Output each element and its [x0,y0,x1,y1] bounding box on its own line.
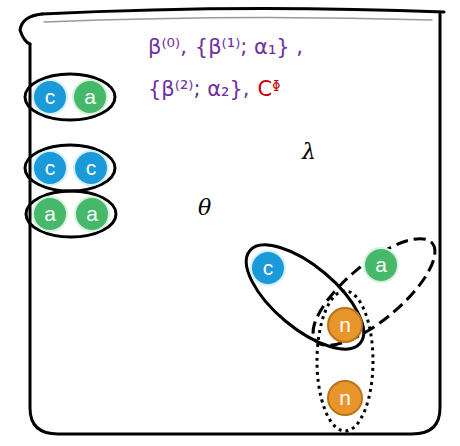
parameter-label: {β⁽¹⁾; α₁} , [195,36,303,59]
ion-letter: a [84,86,96,107]
parameter-symbol: λ [302,140,316,164]
ion-letter: a [375,254,387,275]
parameter-label: Cᶲ [258,78,281,101]
ion-letter: n [339,314,351,335]
ion-circle: c [32,79,68,115]
parameter-label: β⁽⁰⁾, [148,36,187,59]
triplet-ellipse-dashed [298,222,450,363]
pair-ellipse [25,145,115,191]
ion-letter: c [45,86,56,107]
ion-circle: c [73,150,109,186]
ion-letter: c [86,157,97,178]
pair-ellipse [26,191,116,237]
ion-letter: n [339,387,351,408]
ion-letter: c [45,157,56,178]
triplet-ellipse [230,227,380,367]
beaker-outline [20,8,444,434]
ion-circle: n [327,380,363,416]
ion-letter: a [44,203,56,224]
ion-circle: a [32,196,68,232]
parameter-symbol: θ [198,196,211,220]
pair-ellipse [25,74,115,120]
ion-letter: a [86,203,98,224]
ion-circle: n [327,307,363,343]
ion-circle: a [74,196,110,232]
ion-circle: c [32,150,68,186]
ion-letter: c [263,257,274,278]
triplet-ellipse-dotted [317,291,373,431]
parameter-label: {β⁽²⁾; α₂}, [148,78,250,101]
pair-ellipses [25,74,450,431]
ion-circle: c [250,250,286,286]
ion-circle: a [72,79,108,115]
ion-circle: a [363,247,399,283]
